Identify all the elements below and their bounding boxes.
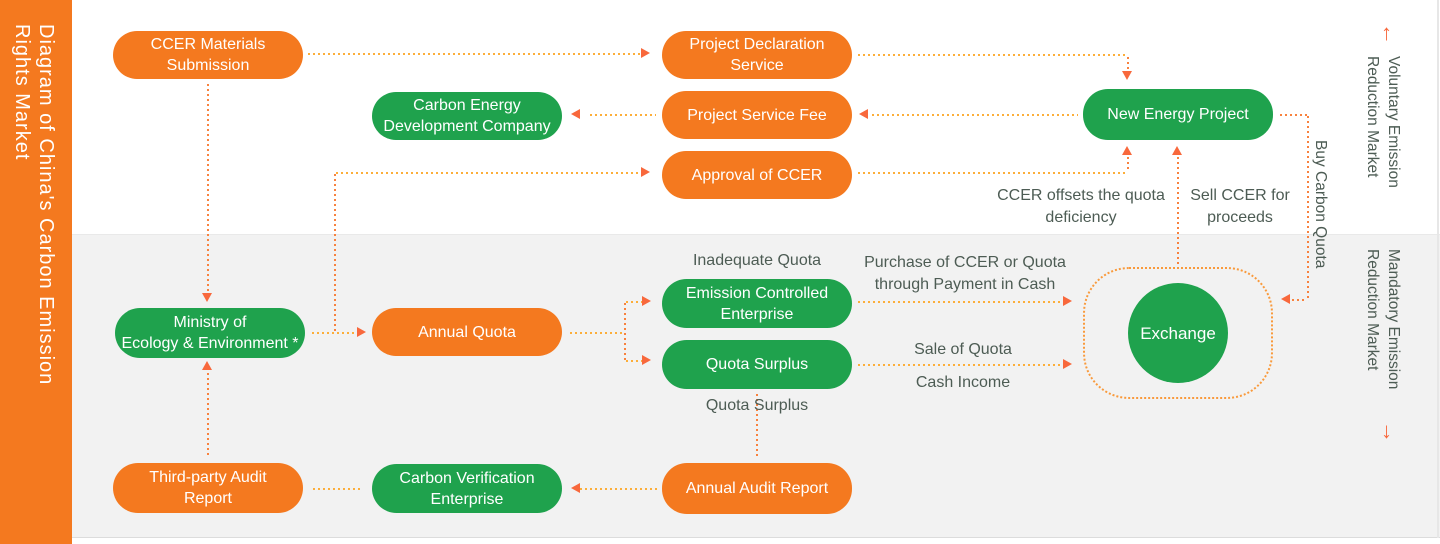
node-quota-surplus: Quota Surplus <box>662 340 852 389</box>
node-label: Project Declaration Service <box>689 36 825 74</box>
connector-segment <box>207 373 209 458</box>
node-label: Carbon Verification Enterprise <box>399 469 535 508</box>
label-inadequate-quota: Inadequate Quota <box>692 252 822 269</box>
node-approval-of-ccer: Approval of CCER <box>662 151 852 199</box>
node-project-service-fee: Project Service Fee <box>662 91 852 139</box>
left-arrowhead-icon <box>859 109 868 119</box>
exchange-dotted-boundary <box>1083 267 1273 399</box>
connector-segment <box>1177 157 1179 267</box>
right-arrowhead-icon <box>357 327 366 337</box>
right-arrowhead-icon <box>1063 296 1072 306</box>
right-arrowhead-icon <box>641 167 650 177</box>
down-arrowhead-icon <box>202 293 212 302</box>
connector-segment <box>1307 116 1309 299</box>
node-project-declaration-service: Project Declaration Service <box>662 31 852 79</box>
up-arrowhead-icon <box>1122 146 1132 155</box>
left-arrowhead-icon <box>1281 294 1290 304</box>
connector-segment <box>858 301 1063 303</box>
node-label: CCER Materials Submission <box>150 36 266 74</box>
label-voluntary-market: Voluntary Emission Reduction Market <box>1364 56 1402 188</box>
page-title: Diagram of China's Carbon Emission Right… <box>11 24 57 386</box>
node-label: Third-party Audit Report <box>149 469 267 507</box>
node-label: Approval of CCER <box>691 166 823 184</box>
node-annual-audit-report: Annual Audit Report <box>662 463 852 514</box>
label-mandatory-market: Mandatory Emission Reduction Market <box>1364 249 1402 390</box>
node-label: New Energy Project <box>1107 106 1249 123</box>
connector-segment <box>1292 299 1307 301</box>
connector-segment <box>590 114 656 116</box>
label-purchase-of-ccer: Purchase of CCER or Quota through Paymen… <box>864 254 1066 293</box>
node-third-party-audit-report: Third-party Audit Report <box>113 463 303 513</box>
node-emission-controlled-enterprise: Emission Controlled Enterprise <box>662 279 852 328</box>
node-annual-quota: Annual Quota <box>372 308 562 356</box>
node-label: Carbon Energy Development Company <box>383 97 551 135</box>
connector-segment <box>872 114 1078 116</box>
label-buy-carbon-quota: Buy Carbon Quota <box>1312 140 1329 269</box>
connector-segment <box>1127 57 1129 71</box>
node-label: Quota Surplus <box>705 356 809 373</box>
label-sell-ccer: Sell CCER for proceeds <box>1190 187 1290 226</box>
connector-segment <box>858 54 1127 56</box>
connector-segment <box>313 488 361 490</box>
connector-segment <box>858 364 1063 366</box>
node-label: Project Service Fee <box>687 106 827 124</box>
node-carbon-energy-development-company: Carbon Energy Development Company <box>372 92 562 140</box>
connector-segment <box>858 172 1127 174</box>
connector-segment <box>756 394 758 458</box>
connector-segment <box>207 84 209 293</box>
node-carbon-verification-enterprise: Carbon Verification Enterprise <box>372 464 562 513</box>
connector-segment <box>312 332 355 334</box>
up-arrowhead-icon <box>202 361 212 370</box>
connector-segment <box>1127 157 1129 172</box>
left-arrowhead-icon <box>571 109 580 119</box>
down-arrow-icon: ↓ <box>1381 418 1392 443</box>
label-ccer-offsets: CCER offsets the quota deficiency <box>997 187 1165 226</box>
connector-segment <box>626 301 642 303</box>
node-label: Ministry of Ecology & Environment * <box>121 314 299 352</box>
node-ministry-of-ecology-environment: Ministry of Ecology & Environment * <box>115 308 305 358</box>
up-arrowhead-icon <box>1172 146 1182 155</box>
connector-segment <box>1280 114 1307 116</box>
up-arrow-icon: ↑ <box>1381 20 1392 45</box>
right-arrowhead-icon <box>642 296 651 306</box>
connector-segment <box>626 360 642 362</box>
connector-segment <box>336 172 641 174</box>
connector-segment <box>580 488 657 490</box>
node-ccer-materials-submission: CCER Materials Submission <box>113 31 303 79</box>
down-arrowhead-icon <box>1122 71 1132 80</box>
label-sale-of-quota: Sale of Quota <box>914 341 1012 358</box>
node-label: Exchange <box>1140 323 1216 343</box>
right-arrowhead-icon <box>641 48 650 58</box>
label-cash-income: Cash Income <box>915 374 1011 391</box>
connector-segment <box>308 53 641 55</box>
node-label: Annual Quota <box>418 323 516 341</box>
node-new-energy-project: New Energy Project <box>1083 89 1273 140</box>
title-sidebar <box>0 0 72 544</box>
connector-segment <box>624 303 626 362</box>
left-arrowhead-icon <box>571 483 580 493</box>
node-label: Annual Audit Report <box>685 480 829 497</box>
right-edge-divider <box>1437 0 1439 538</box>
connector-segment <box>334 174 336 333</box>
connector-segment <box>570 332 624 334</box>
right-arrowhead-icon <box>1063 359 1072 369</box>
label-quota-surplus-note: Quota Surplus <box>705 397 809 414</box>
node-label: Emission Controlled Enterprise <box>685 284 829 323</box>
right-arrowhead-icon <box>642 355 651 365</box>
node-exchange: Exchange <box>1128 283 1228 383</box>
